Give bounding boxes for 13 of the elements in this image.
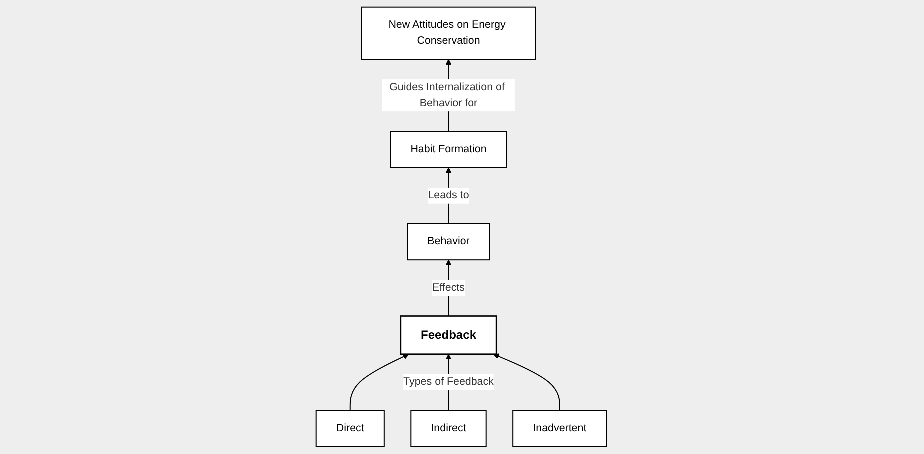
edge-label: Types of Feedback [404, 376, 494, 388]
edge-label: Guides Internalization of Behavior for [390, 82, 506, 109]
node-box: Feedback [400, 316, 498, 356]
node-box: Inadvertent [513, 410, 608, 448]
node-box: New Attitudes on Energy Conservation [362, 6, 537, 60]
node-box: Direct [316, 410, 386, 448]
node-box: Habit Formation [390, 131, 508, 168]
node-box: Indirect [411, 410, 488, 448]
edge-label: Effects [432, 282, 466, 294]
edge-label: Leads to [428, 190, 470, 202]
arrow [350, 354, 410, 411]
arrow [494, 354, 561, 411]
node-box: Behavior [408, 223, 491, 261]
